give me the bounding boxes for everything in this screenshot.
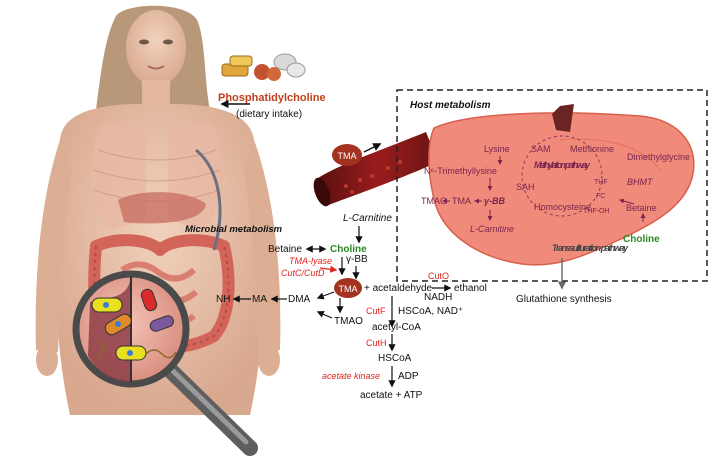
- acetyl-coa-label: acetyl-CoA: [372, 322, 421, 333]
- hscoa-nad-label: HSCoA, NAD⁺: [398, 306, 463, 317]
- sah-label: SAH: [516, 182, 535, 192]
- liver-betaine-label: Betaine: [626, 203, 657, 213]
- microbial-metabolism-title: Microbial metabolism: [185, 224, 283, 235]
- lysine-label: Lysine: [484, 144, 510, 154]
- cuto-label: CutO: [428, 271, 449, 281]
- sam-label: SAM: [531, 144, 551, 154]
- dimethylglycine-label: Dimethylglycine: [627, 152, 690, 162]
- gut-pathway: L-Carnitine γ-BB Betaine Choline TMA-lya…: [216, 213, 392, 327]
- bhmt-label: BHMT: [627, 177, 654, 187]
- liver-tmao-label: TMAO: [421, 196, 447, 206]
- dietary-food-icon: [221, 53, 306, 81]
- thf-oh-label: THF-OH: [583, 208, 609, 215]
- magnifying-glass-icon: [72, 270, 258, 456]
- cutf-label: CutF: [366, 306, 386, 316]
- methylation-pathway-label: Methylation pathway: [534, 160, 591, 170]
- blood-vessel-illustration: [313, 132, 438, 207]
- cuth-label: CutH: [366, 338, 387, 348]
- liver-gamma-bb-label: γ-BB: [484, 196, 506, 206]
- gut-choline-label: Choline: [330, 244, 367, 255]
- svg-text:TMA: TMA: [338, 151, 357, 161]
- thf-label: THF: [594, 179, 608, 186]
- fc-label: FC: [596, 193, 606, 200]
- gut-gamma-bb-label: γ-BB: [346, 254, 368, 265]
- gut-dma-label: DMA: [288, 294, 311, 305]
- glutathione-label: Glutathione synthesis: [516, 294, 612, 305]
- acetaldehyde-pathway: + acetaldehyde CutO ethanol NADH CutF HS…: [322, 271, 487, 401]
- gut-nh-label: NH: [216, 294, 230, 305]
- gut-l-carnitine-label: L-Carnitine: [343, 213, 392, 224]
- liver-arrows: [442, 156, 646, 222]
- liver-labels: Lysine SAM Methionine Dimethylglycine N⁶…: [421, 144, 690, 305]
- bacteria-icon: [91, 288, 177, 361]
- adp-label: ADP: [398, 371, 419, 382]
- liver-choline-label: Choline: [623, 234, 660, 245]
- dietary-intake-label: (dietary intake): [236, 109, 302, 120]
- liver-l-carnitine-label: L-Carnitine: [470, 224, 514, 234]
- hscoa-label: HSCoA: [378, 353, 412, 364]
- host-metabolism-box: [396, 89, 708, 282]
- methylation-cycle: [521, 135, 603, 217]
- homocysteine-label: Homocysteine: [534, 202, 591, 212]
- n6-trimethyllysine-label: N⁶-Trimethyllysine: [424, 166, 497, 176]
- vessel-tma-node: TMA: [332, 144, 362, 166]
- svg-text:TMA: TMA: [339, 284, 358, 294]
- acetaldehyde-label: + acetaldehyde: [364, 283, 433, 294]
- gut-tma-node: TMA: [334, 278, 362, 298]
- acetate-kinase-label: acetate kinase: [322, 371, 380, 381]
- phosphatidylcholine-label: Phosphatidylcholine: [218, 92, 326, 104]
- ethanol-label: ethanol: [454, 283, 487, 294]
- transsulfuration-label: Transsulfuration pathway: [552, 243, 629, 253]
- nadh-label: NADH: [424, 292, 452, 303]
- gut-tmao-label: TMAO: [334, 316, 363, 327]
- gut-ma-label: MA: [252, 294, 267, 305]
- methionine-label: Methionine: [570, 144, 614, 154]
- gut-betaine-label: Betaine: [268, 244, 302, 255]
- acetate-atp-label: acetate + ATP: [360, 390, 423, 401]
- liver-illustration: [428, 104, 695, 266]
- liver-tma-label: TMA: [452, 196, 471, 206]
- tma-lyase-label: TMA-lyase: [289, 256, 332, 266]
- host-metabolism-title: Host metabolism: [410, 100, 491, 111]
- cutc-cutd-label: CutC/CutD: [281, 268, 325, 278]
